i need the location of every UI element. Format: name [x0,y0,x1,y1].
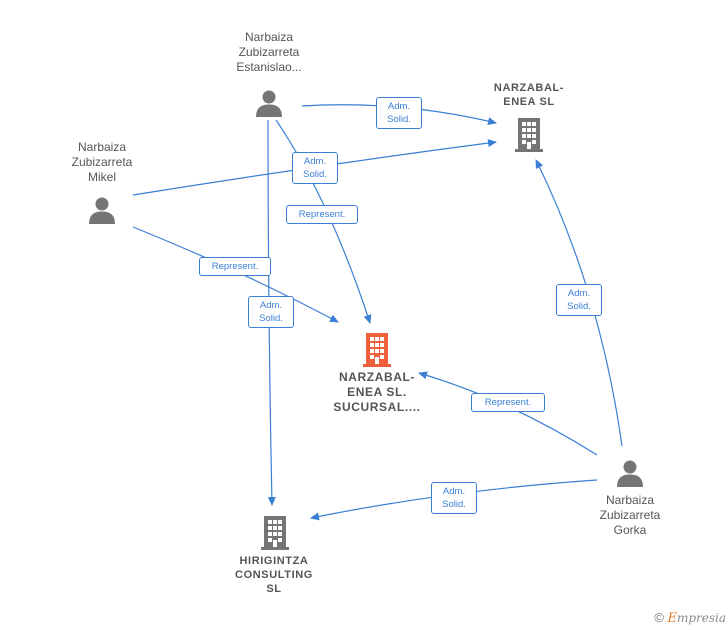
edge-label: Adm. Solid. [292,152,338,184]
building-icon[interactable] [515,118,543,152]
node-label-gorka[interactable]: Narbaiza Zubizarreta Gorka [599,493,661,537]
building-icon-highlight[interactable] [363,333,391,367]
edge-label: Represent. [286,205,358,224]
person-icon[interactable] [89,197,115,225]
edge-label: Adm. Solid. [556,284,602,316]
edge-label: Adm. Solid. [376,97,422,129]
edge-label: Represent. [199,257,271,276]
brand-name: mpresia [676,611,726,625]
person-icon[interactable] [256,90,282,118]
node-label-mikel[interactable]: Narbaiza Zubizarreta Mikel [71,140,133,184]
edge-label: Adm. Solid. [248,296,294,328]
edge-gorka-sucursal [418,371,598,456]
footer-brand: © Empresia [654,610,726,626]
node-label-estanislao[interactable]: Narbaiza Zubizarreta Estanislao... [236,30,302,74]
building-icon[interactable] [261,516,289,550]
node-label-narzabal-sucursal[interactable]: NARZABAL- ENEA SL. SUCURSAL.... [333,370,421,414]
edge-label: Represent. [471,393,545,412]
node-label-narzabal-enea[interactable]: NARZABAL- ENEA SL [493,82,565,108]
person-icon[interactable] [617,460,643,488]
edge-label: Adm. Solid. [431,482,477,514]
node-label-hirigintza[interactable]: HIRIGINTZA CONSULTING SL [235,555,313,595]
copyright-icon: © [654,610,664,625]
brand-initial: E [667,611,677,626]
